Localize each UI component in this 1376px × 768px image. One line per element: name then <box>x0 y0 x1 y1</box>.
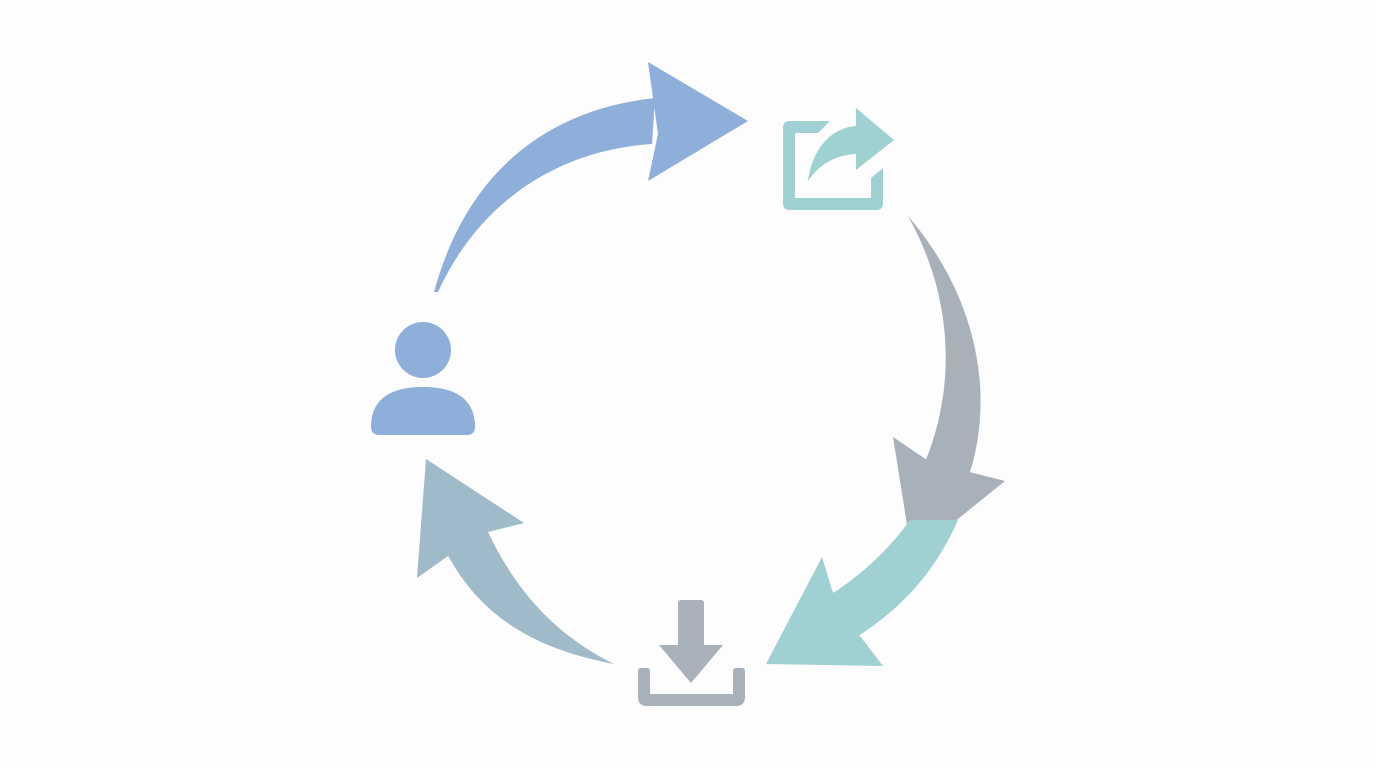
user-icon <box>371 322 475 435</box>
arrow-share-to-download <box>766 520 958 666</box>
arrow-share-down-shaft <box>908 216 981 478</box>
arrow-share-to-download-shaft <box>832 520 958 636</box>
arrow-download-to-user-shaft <box>444 532 614 664</box>
arrow-share-down <box>893 216 1005 556</box>
arrow-download-to-user-head <box>417 459 524 578</box>
download-icon <box>638 600 745 706</box>
share-icon <box>783 108 894 210</box>
arrow-download-to-user <box>417 459 614 664</box>
arrow-user-to-share-shaft <box>434 98 655 292</box>
arrow-user-to-share-head <box>648 62 748 181</box>
arrow-user-to-share <box>434 62 748 292</box>
arrow-share-to-download-head <box>766 557 883 666</box>
